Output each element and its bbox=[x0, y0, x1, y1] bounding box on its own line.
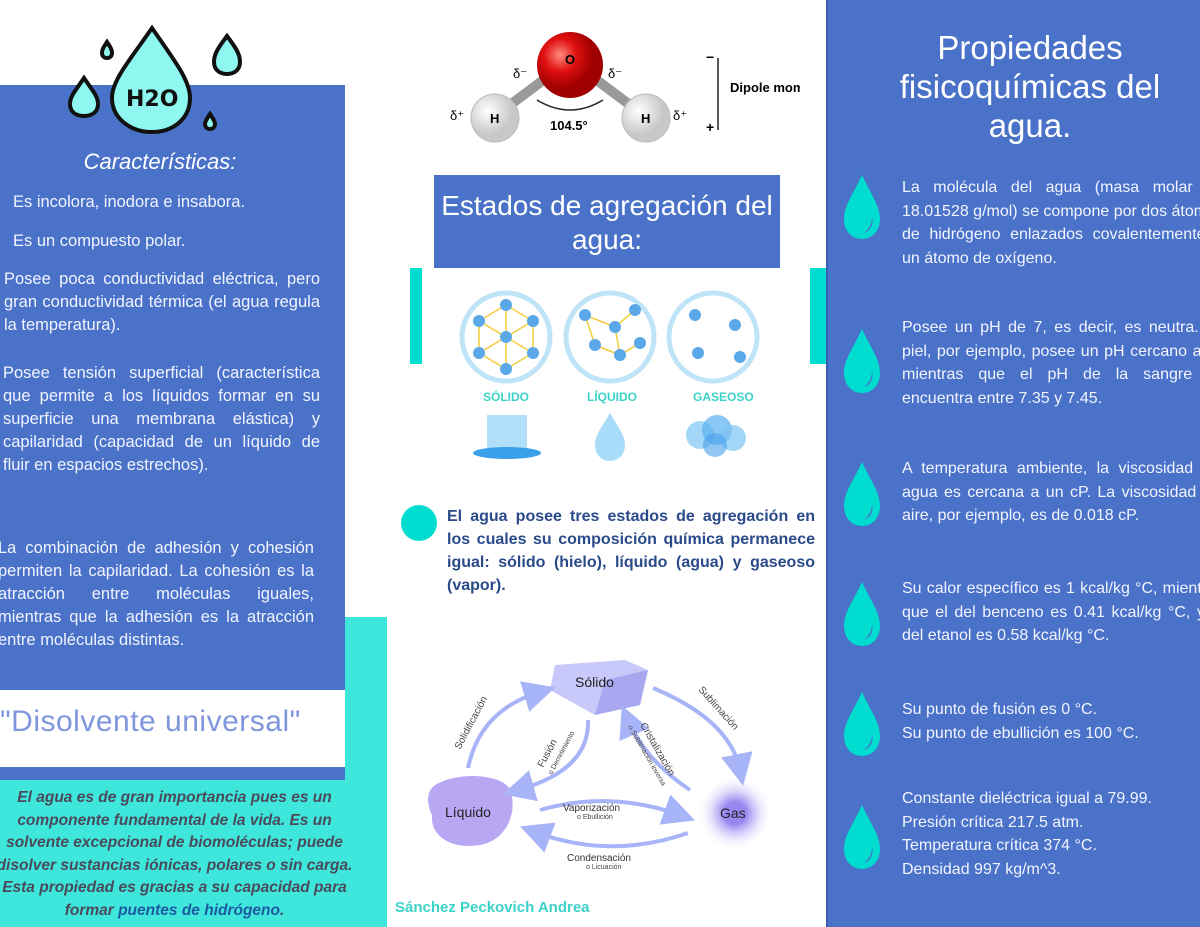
oxygen-atom bbox=[537, 32, 603, 98]
state-label-liquid: LÍQUIDO bbox=[587, 390, 637, 404]
vaporization-label: Vaporización bbox=[563, 803, 620, 814]
hydrogen-label: H bbox=[490, 111, 499, 126]
hydrogen-label: H bbox=[641, 111, 650, 126]
solvent-box bbox=[0, 767, 387, 927]
water-drop-icon bbox=[844, 462, 880, 526]
gas-shape bbox=[697, 775, 770, 851]
property-item: A temperatura ambiente, la viscosidad de… bbox=[902, 460, 1200, 524]
delta-minus-label: δ⁻ bbox=[608, 66, 622, 81]
property-item: Posee un pH de 7, es decir, es neutra. L… bbox=[902, 319, 1200, 407]
decor-strip bbox=[410, 268, 422, 364]
decor-strip bbox=[810, 268, 826, 364]
logo-text: H2O bbox=[126, 87, 178, 112]
decor-bar bbox=[0, 767, 345, 780]
characteristics-panel: Características: Es incolora, inodora e … bbox=[0, 85, 345, 690]
hydrogen-bonds-highlight: puentes de hidrógeno bbox=[118, 901, 280, 919]
hydrogen-atom bbox=[470, 93, 520, 143]
states-illustration bbox=[459, 290, 760, 461]
characteristic-item: Es incolora, inodora e insabora. bbox=[13, 193, 246, 211]
bullet-dot bbox=[401, 505, 437, 541]
solvent-line: formar puentes de hidrógeno. bbox=[0, 900, 357, 923]
dipole-plus: + bbox=[706, 119, 714, 135]
liquid-shape bbox=[428, 775, 513, 846]
vaporization-alt-label: o Ebullición bbox=[577, 814, 613, 821]
cycle-gas-label: Gas bbox=[720, 805, 746, 821]
cycle-solid-label: Sólido bbox=[575, 674, 614, 690]
characteristic-item: Posee tensión superficial (característic… bbox=[3, 364, 320, 474]
properties-title: Propiedades fisicoquímicas del agua. bbox=[899, 29, 1161, 144]
water-drop-icon bbox=[844, 805, 880, 869]
condensation-alt-label: o Licuación bbox=[586, 864, 622, 871]
solvent-text: El agua es de gran importancia pues es u… bbox=[0, 787, 357, 922]
water-drop-icon bbox=[844, 692, 880, 756]
author-name: Sánchez Peckovich Andrea bbox=[395, 899, 590, 916]
solvent-line-suffix: . bbox=[280, 901, 285, 919]
sublimation-label: Sublimación bbox=[696, 685, 741, 733]
characteristic-item: Es un compuesto polar. bbox=[13, 232, 186, 250]
water-drop-icon bbox=[844, 175, 880, 239]
state-label-gas: GASEOSO bbox=[693, 390, 754, 404]
characteristics-title: Características: bbox=[83, 149, 237, 174]
solvent-line: solvente excepcional de biomoléculas; pu… bbox=[6, 834, 343, 851]
dipole-minus: − bbox=[706, 49, 714, 65]
state-label-solid: SÓLIDO bbox=[483, 390, 530, 404]
property-item: La molécula del agua (masa molar de 18.0… bbox=[902, 179, 1200, 267]
hydrogen-atom bbox=[621, 93, 671, 143]
characteristic-item: La combinación de adhesión y cohesión pe… bbox=[0, 539, 314, 649]
properties-panel: Propiedades fisicoquímicas del agua. La … bbox=[826, 0, 1200, 927]
delta-plus-label: δ⁺ bbox=[450, 108, 464, 123]
delta-minus-label: δ⁻ bbox=[513, 66, 527, 81]
solvent-line-prefix: formar bbox=[64, 901, 119, 919]
solvent-line: El agua es de gran importancia pues es u… bbox=[17, 789, 332, 806]
solvent-line: componente fundamental de la vida. Es un bbox=[17, 811, 332, 829]
property-item: Constante dieléctrica igual a 79.99. Pre… bbox=[902, 790, 1152, 878]
water-drop-icon bbox=[844, 582, 880, 646]
condensation-label: Condensación bbox=[567, 853, 631, 864]
cycle-liquid-label: Líquido bbox=[445, 804, 491, 820]
h2o-drop-logo: H2O bbox=[67, 24, 243, 135]
property-item: Su punto de fusión es 0 °C. Su punto de … bbox=[902, 701, 1139, 742]
phase-change-diagram: Sólido Líquido Gas Solidificación Fusión… bbox=[428, 660, 770, 871]
oxygen-label: O bbox=[565, 52, 575, 67]
solvent-line: disolver sustancias iónicas, polares o s… bbox=[0, 856, 353, 874]
characteristic-item: Posee poca conductividad eléctrica, pero… bbox=[4, 270, 320, 334]
solvent-line: Esta propiedad es gracias a su capacidad… bbox=[2, 879, 347, 896]
solidification-label: Solidificación bbox=[453, 695, 490, 752]
solvent-title: "Disolvente universal" bbox=[0, 705, 301, 738]
water-drop-icon bbox=[844, 329, 880, 393]
property-item: Su calor específico es 1 kcal/kg °C, mie… bbox=[902, 580, 1200, 644]
states-paragraph: El agua posee tres estados de agregación… bbox=[447, 508, 815, 594]
angle-label: 104.5° bbox=[550, 118, 588, 133]
water-molecule-figure: O H H δ⁻ δ⁻ δ⁺ δ⁺ 104.5° − + Dipole mome… bbox=[450, 32, 800, 143]
states-title: Estados de agregación del agua: bbox=[434, 175, 780, 268]
delta-plus-label: δ⁺ bbox=[673, 108, 687, 123]
dipole-label: Dipole moment bbox=[730, 80, 800, 95]
